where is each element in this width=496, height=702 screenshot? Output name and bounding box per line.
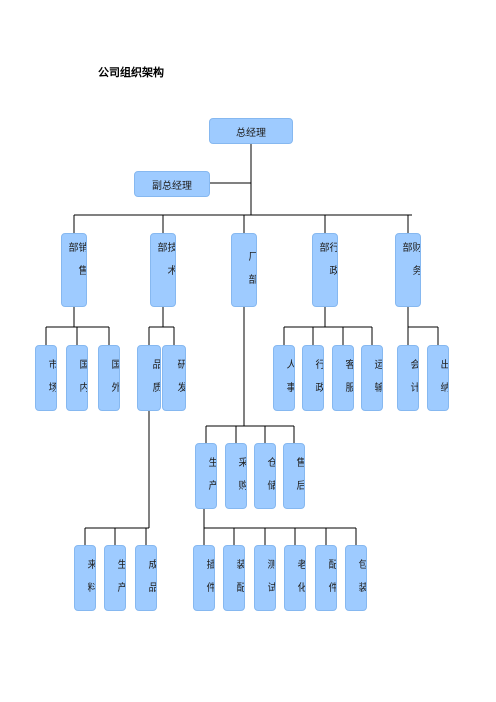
node-production-unit: 插件 xyxy=(193,545,215,611)
node-factory-unit: 仓储 xyxy=(254,443,276,509)
node-finance-unit: 出纳 xyxy=(427,345,449,411)
node-production-unit: 装配 xyxy=(223,545,245,611)
node-dept-admin: 行政部 xyxy=(312,233,338,307)
node-tech-unit: 研发 xyxy=(162,345,186,411)
node-sales-unit: 市场 xyxy=(35,345,57,411)
node-tech-unit: 品质 xyxy=(137,345,161,411)
node-factory-unit: 采购 xyxy=(225,443,247,509)
node-quality-unit: 来料 xyxy=(74,545,96,611)
node-production-unit: 测试 xyxy=(254,545,276,611)
node-production-unit: 包装 xyxy=(345,545,367,611)
page-title: 公司组织架构 xyxy=(98,66,164,79)
node-admin-unit: 行政 xyxy=(302,345,324,411)
node-dept-tech: 技术部 xyxy=(150,233,176,307)
node-dept-factory: 厂部 xyxy=(231,233,257,307)
node-production-unit: 配件 xyxy=(315,545,337,611)
node-deputy-manager: 副总经理 xyxy=(134,171,210,197)
node-admin-unit: 人事 xyxy=(273,345,295,411)
node-general-manager: 总经理 xyxy=(209,118,293,144)
node-production-unit: 老化 xyxy=(284,545,306,611)
node-quality-unit: 生产 xyxy=(104,545,126,611)
node-dept-finance: 财务部 xyxy=(395,233,421,307)
node-admin-unit: 客服 xyxy=(332,345,354,411)
node-dept-sales: 销售部 xyxy=(61,233,87,307)
node-quality-unit: 成品 xyxy=(135,545,157,611)
node-factory-unit: 生产 xyxy=(195,443,217,509)
node-sales-unit: 国内 xyxy=(66,345,88,411)
node-admin-unit: 运输 xyxy=(361,345,383,411)
node-sales-unit: 国外 xyxy=(98,345,120,411)
node-finance-unit: 会计 xyxy=(397,345,419,411)
node-factory-unit: 售后 xyxy=(283,443,305,509)
